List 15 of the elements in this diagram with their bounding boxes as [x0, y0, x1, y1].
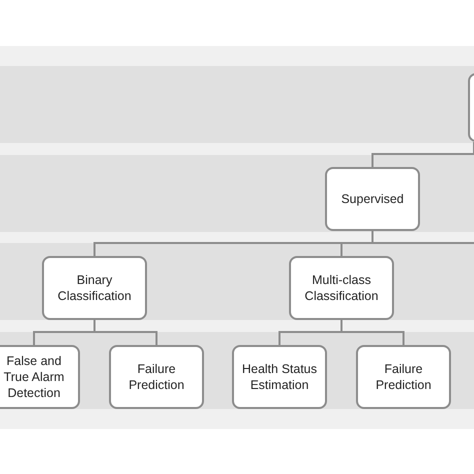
process-box [109, 345, 204, 409]
process-box [0, 345, 80, 409]
node-label: Supervised [341, 191, 404, 207]
node-label: False and True Alarm Detection [2, 353, 66, 401]
process-box [42, 256, 147, 320]
connector-line [372, 142, 474, 167]
node-label: Multi-class Classification [304, 272, 380, 304]
process-box [289, 256, 394, 320]
node-label: Failure Prediction [374, 361, 432, 393]
process-box [325, 167, 420, 231]
node-label: Binary Classification [56, 272, 132, 304]
node-label: Health Status Estimation [240, 361, 318, 393]
node-label: Failure Prediction [128, 361, 186, 393]
process-box [232, 345, 327, 409]
process-box [356, 345, 451, 409]
